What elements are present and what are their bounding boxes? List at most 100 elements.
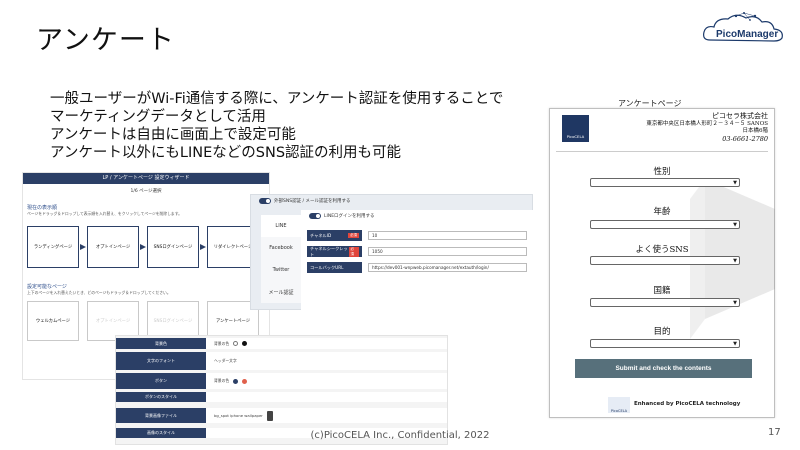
copyright-footer: (c)PicoCELA Inc., Confidential, 2022 bbox=[310, 430, 490, 441]
settings-label: ボタン bbox=[116, 373, 206, 389]
color-swatch-icon[interactable] bbox=[242, 378, 248, 384]
question-label-nationality: 国籍 bbox=[653, 286, 671, 296]
divider bbox=[556, 151, 768, 152]
settings-value bbox=[206, 392, 447, 402]
sns-select[interactable]: ▼ bbox=[590, 256, 740, 265]
external-auth-label: 外部SNS認証 / メール認証を利用する bbox=[274, 199, 351, 204]
current-order-heading: 現在の表示順 bbox=[27, 205, 58, 211]
channel-secret-input[interactable]: 1050 bbox=[368, 247, 527, 256]
cloud-icon bbox=[703, 12, 783, 42]
settings-label: ボタンのスタイル bbox=[116, 392, 206, 402]
settings-row: 文字のフォント ヘッダー文字 bbox=[116, 352, 447, 370]
settings-row: 画像のスタイル bbox=[116, 428, 447, 438]
chevron-down-icon: ▼ bbox=[733, 180, 737, 186]
gender-select[interactable]: ▼ bbox=[590, 178, 740, 187]
arrow-right-icon bbox=[80, 244, 86, 250]
arrow-right-icon bbox=[140, 244, 146, 250]
available-page-sns-login[interactable]: SNSログインページ bbox=[147, 301, 199, 341]
settings-value: 背景の色 bbox=[214, 378, 230, 383]
channel-id-input[interactable]: 10 bbox=[368, 231, 527, 240]
picomanager-logo: PicoManager bbox=[700, 10, 788, 48]
age-select[interactable]: ▼ bbox=[590, 220, 740, 229]
enhanced-by-text: Enhanced by PicoCELA technology bbox=[634, 401, 741, 407]
settings-row: ボタンのスタイル bbox=[116, 392, 447, 402]
bullet-item: 一般ユーザーがWi-Fi通信する際に、アンケート認証を使用することで bbox=[50, 91, 504, 107]
external-auth-toggle[interactable] bbox=[259, 198, 271, 204]
bullet-item: アンケート以外にもLINEなどのSNS認証の利用も可能 bbox=[50, 145, 402, 161]
external-auth-toggle-row: 外部SNS認証 / メール認証を利用する bbox=[259, 198, 350, 204]
company-phone: 03-6661-2780 bbox=[722, 134, 768, 143]
picocela-footer-logo: PicoCELA bbox=[608, 397, 630, 413]
settings-value: ヘッダー文字 bbox=[206, 352, 447, 370]
bullet-item: マーケティングデータとして活用 bbox=[50, 109, 266, 125]
settings-row: ボタン 背景の色 bbox=[116, 373, 447, 389]
wizard-step: 1/6 ページ選択 bbox=[130, 189, 162, 194]
wizard-header: LP / アンケートページ 設定ウィザード bbox=[23, 173, 269, 184]
flow-page-landing[interactable]: ランディングページ bbox=[27, 226, 79, 268]
settings-label: 画像のスタイル bbox=[116, 428, 206, 438]
line-login-toggle-row: LINEログインを利用する bbox=[309, 213, 375, 219]
chevron-down-icon: ▼ bbox=[733, 300, 737, 306]
current-order-note: ページをドラッグ＆ドロップして表示順を入れ替え、をクリックしてページを削除します… bbox=[27, 211, 182, 216]
required-badge: 必須 bbox=[348, 246, 359, 257]
company-address2: 日本橋6階 bbox=[742, 128, 769, 134]
submit-button[interactable]: Submit and check the contents bbox=[575, 359, 752, 378]
available-page-optin[interactable]: オプトインページ bbox=[87, 301, 139, 341]
channel-secret-row: チャネルシークレット必須 1050 bbox=[307, 246, 527, 257]
arrow-right-icon bbox=[200, 244, 206, 250]
survey-page-caption: アンケートページ bbox=[618, 99, 682, 108]
page-number: 17 bbox=[768, 427, 781, 438]
picocela-logo: PicoCELA bbox=[562, 115, 589, 142]
required-badge: 必須 bbox=[348, 233, 359, 238]
channel-id-label: チャネルID bbox=[310, 232, 332, 238]
tab-mail-auth[interactable]: メール認証 bbox=[261, 281, 301, 303]
channel-secret-label: チャネルシークレット bbox=[310, 245, 348, 257]
company-info: ピコセラ株式会社 東京都中央区日本橋人形町２－３４－５ SANOS 日本橋6階 … bbox=[646, 112, 769, 143]
callback-url-label: コールバックURL bbox=[310, 264, 344, 270]
settings-value: 背景の色 bbox=[214, 340, 230, 346]
chevron-down-icon: ▼ bbox=[733, 341, 737, 347]
chevron-down-icon: ▼ bbox=[733, 258, 737, 264]
color-swatch-icon[interactable] bbox=[233, 341, 239, 346]
settings-label: 背景画像ファイル bbox=[116, 408, 206, 423]
question-label-purpose: 目的 bbox=[653, 327, 671, 337]
chevron-down-icon: ▼ bbox=[733, 222, 737, 228]
settings-row: 背景色 背景の色 bbox=[116, 338, 447, 349]
callback-url-row: コールバックURL https://dev001-wnpweb.picomana… bbox=[307, 262, 527, 273]
company-address: 東京都中央区日本橋人形町２－３４－５ SANOS bbox=[646, 120, 768, 127]
settings-row: 背景画像ファイル bg_spot iphone wallpaper bbox=[116, 408, 447, 423]
question-label-sns: よく使うSNS bbox=[635, 245, 689, 255]
description-bullets: 一般ユーザーがWi-Fi通信する際に、アンケート認証を使用することで マーケティ… bbox=[50, 90, 503, 162]
purpose-select[interactable]: ▼ bbox=[590, 339, 740, 348]
nationality-select[interactable]: ▼ bbox=[590, 298, 740, 307]
flow-page-sns-login[interactable]: SNSログインページ bbox=[147, 226, 199, 268]
slide-title: アンケート bbox=[36, 25, 175, 56]
channel-id-row: チャネルID 必須 10 bbox=[307, 230, 527, 241]
line-login-toggle[interactable] bbox=[309, 213, 321, 219]
settings-label: 背景色 bbox=[116, 338, 206, 349]
survey-page-preview: PicoCELA ピコセラ株式会社 東京都中央区日本橋人形町２－３４－５ SAN… bbox=[549, 108, 775, 418]
color-swatch-icon[interactable] bbox=[242, 341, 248, 346]
available-pages-heading: 設定可能なページ bbox=[27, 284, 67, 290]
available-page-welcome[interactable]: ウェルカムページ bbox=[27, 301, 79, 341]
question-label-gender: 性別 bbox=[653, 167, 671, 177]
tab-twitter[interactable]: Twitter bbox=[261, 259, 301, 281]
tab-line[interactable]: LINE bbox=[261, 215, 301, 237]
company-name: ピコセラ株式会社 bbox=[712, 112, 768, 120]
settings-value bbox=[206, 428, 447, 438]
line-login-label: LINEログインを利用する bbox=[324, 214, 375, 219]
settings-label: 文字のフォント bbox=[116, 352, 206, 370]
logo-text: PicoManager bbox=[716, 29, 779, 40]
flow-page-optin[interactable]: オプトインページ bbox=[87, 226, 139, 268]
bullet-item: アンケートは自由に画面上で設定可能 bbox=[50, 127, 296, 143]
available-pages-note: 上下のページを入れ替えたいとき、どのページもドラッグ＆ドロップしてください。 bbox=[27, 290, 171, 295]
page-style-settings-screenshot: 背景色 背景の色 文字のフォント ヘッダー文字 ボタン 背景の色 ボタンのスタイ… bbox=[115, 335, 448, 445]
question-label-age: 年齢 bbox=[653, 207, 671, 217]
image-thumbnail-icon[interactable] bbox=[266, 410, 273, 421]
tab-facebook[interactable]: Facebook bbox=[261, 237, 301, 259]
settings-value: bg_spot iphone wallpaper bbox=[214, 413, 263, 418]
color-swatch-icon[interactable] bbox=[233, 378, 239, 384]
available-page-survey[interactable]: アンケートページ bbox=[207, 301, 259, 341]
callback-url-input[interactable]: https://dev001-wnpweb.picomanager.net/ex… bbox=[368, 263, 527, 272]
